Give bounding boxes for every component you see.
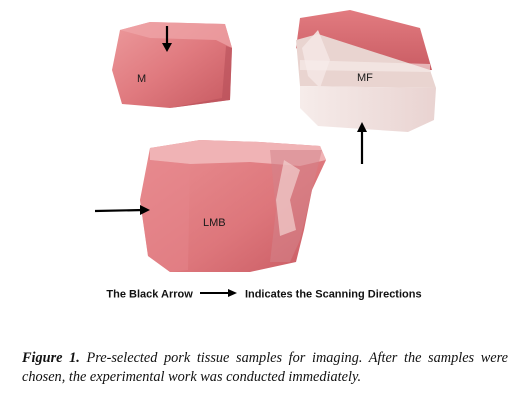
arrow-right-icon [94, 205, 150, 215]
sample-m-label: M [137, 73, 146, 85]
legend-left-text: The Black Arrow [106, 288, 193, 301]
arrow-down-icon [162, 26, 172, 52]
sample-mf [296, 10, 436, 132]
arrow-up-icon [357, 122, 367, 164]
sample-lmb [140, 140, 326, 272]
caption-text: Pre-selected pork tissue samples for ima… [22, 350, 508, 385]
legend-arrow-icon [199, 288, 238, 301]
sample-lmb-label: LMB [203, 217, 226, 229]
caption-lead: Figure 1. [22, 350, 80, 366]
sample-m [112, 22, 232, 108]
legend-right-text: Indicates the Scanning Directions [244, 288, 422, 301]
figure-image: M MF LMB [94, 10, 436, 272]
sample-mf-label: MF [357, 72, 373, 84]
figure-caption: Figure 1. Pre-selected pork tissue sampl… [22, 349, 508, 387]
legend: The Black Arrow Indicates the Scanning D… [0, 288, 528, 301]
